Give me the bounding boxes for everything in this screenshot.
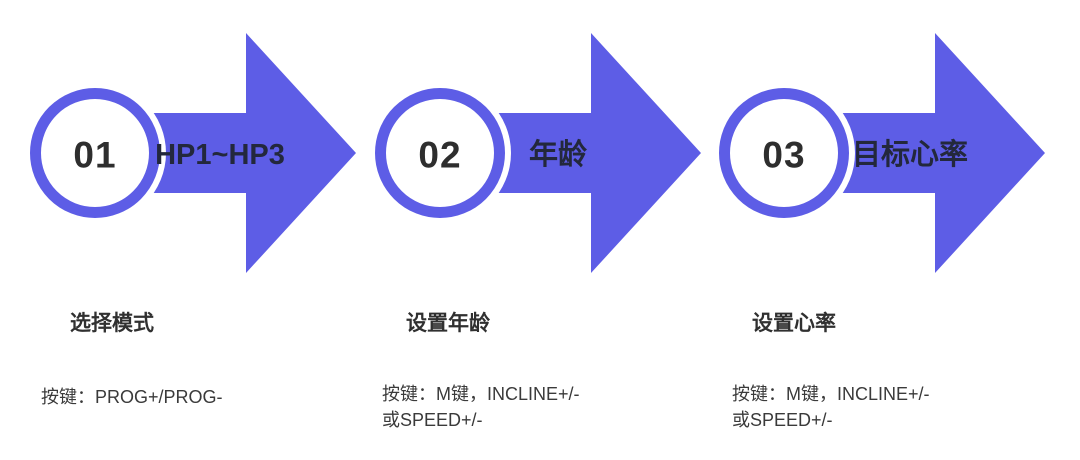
step-title: 设置心率: [752, 312, 836, 335]
step-number-ring: [30, 88, 160, 218]
step-3-arrow-graphic: 03 目标心率: [717, 33, 1045, 273]
step-description: 按键：PROG+/PROG-: [41, 387, 223, 407]
step-title: 选择模式: [70, 312, 154, 335]
step-number: 02: [418, 135, 461, 176]
step-1-arrow-graphic: 01 HP1~HP3: [28, 33, 356, 273]
arrow-head-icon: [935, 33, 1045, 273]
step-number: 03: [762, 135, 805, 176]
step-2-arrow-graphic: 02 年龄: [373, 33, 701, 273]
arrow-head-icon: [591, 33, 701, 273]
step-number: 01: [73, 135, 116, 176]
step-arrow-label: 年龄: [529, 137, 588, 171]
step-arrow-label: HP1~HP3: [155, 139, 285, 171]
step-description: 按键：M键，INCLINE+/- 或SPEED+/-: [382, 384, 580, 430]
step-1-block: 01 HP1~HP3 选择模式 按键：PROG+/PROG-: [28, 0, 373, 460]
arrow-head-icon: [246, 33, 356, 273]
step-number-ring: [375, 88, 505, 218]
step-2-block: 02 年龄 设置年龄 按键：M键，INCLINE+/- 或SPEED+/-: [373, 0, 718, 460]
step-number-ring: [719, 88, 849, 218]
step-arrow-label: 目标心率: [852, 137, 968, 171]
step-description: 按键：M键，INCLINE+/- 或SPEED+/-: [732, 384, 930, 430]
step-title: 设置年龄: [406, 312, 490, 335]
step-3-block: 03 目标心率 设置心率 按键：M键，INCLINE+/- 或SPEED+/-: [717, 0, 1062, 460]
